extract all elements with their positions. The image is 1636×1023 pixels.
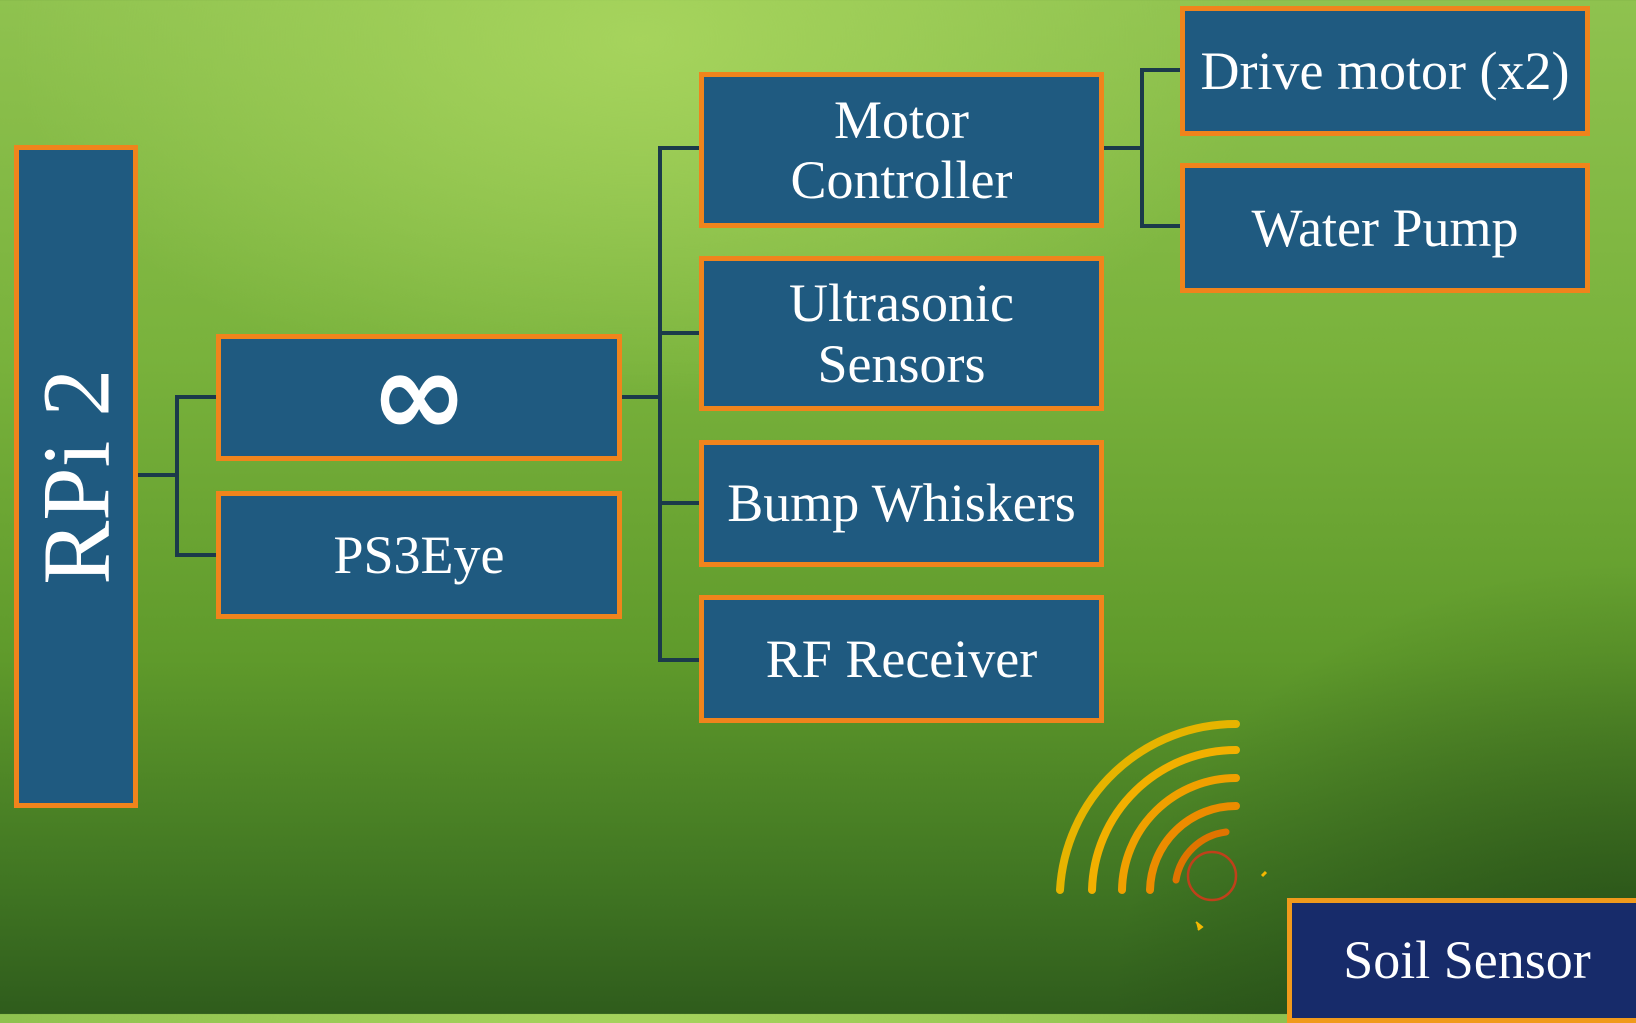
signal-arc-3	[1118, 774, 1240, 894]
soil-sensor-label: Soil Sensor	[1343, 930, 1591, 991]
motor-controller-label-line1: Motor	[834, 89, 969, 150]
ultrasonic-label-line1: Ultrasonic	[789, 273, 1014, 334]
motor-controller-box: Motor Controller	[699, 72, 1104, 228]
connector-motor-to-level3	[1102, 68, 1182, 228]
ultrasonic-label-line2: Sensors	[817, 333, 986, 394]
ps3eye-label: PS3Eye	[333, 524, 505, 585]
rpi-2-box: RPi 2	[14, 145, 138, 808]
infinity-box: ∞	[216, 334, 622, 461]
bump-whiskers-label: Bump Whiskers	[727, 473, 1076, 534]
motor-controller-label-line2: Controller	[790, 150, 1013, 210]
rf-receiver-box: RF Receiver	[699, 595, 1104, 723]
bump-whiskers-box: Bump Whiskers	[699, 440, 1104, 567]
signal-arc-1	[1056, 719, 1240, 894]
connector-infinity-to-level2	[620, 146, 701, 662]
signal-tick	[1260, 870, 1268, 878]
signal-spark	[1195, 921, 1204, 931]
infinity-icon: ∞	[369, 324, 469, 463]
signal-arc-5	[1172, 828, 1230, 884]
rf-receiver-label: RF Receiver	[765, 628, 1038, 689]
ps3eye-box: PS3Eye	[216, 491, 622, 619]
signal-arc-4	[1146, 802, 1240, 894]
water-pump-box: Water Pump	[1180, 163, 1590, 293]
drive-motor-box: Drive motor (x2)	[1180, 6, 1590, 136]
water-pump-label: Water Pump	[1251, 197, 1519, 258]
drive-motor-label: Drive motor (x2)	[1200, 40, 1570, 101]
signal-arc-2	[1088, 746, 1240, 894]
soil-sensor-box: Soil Sensor	[1287, 898, 1636, 1023]
ultrasonic-sensors-box: Ultrasonic Sensors	[699, 256, 1104, 411]
signal-origin-circle	[1186, 850, 1238, 902]
connector-rpi-to-level1	[136, 395, 218, 557]
